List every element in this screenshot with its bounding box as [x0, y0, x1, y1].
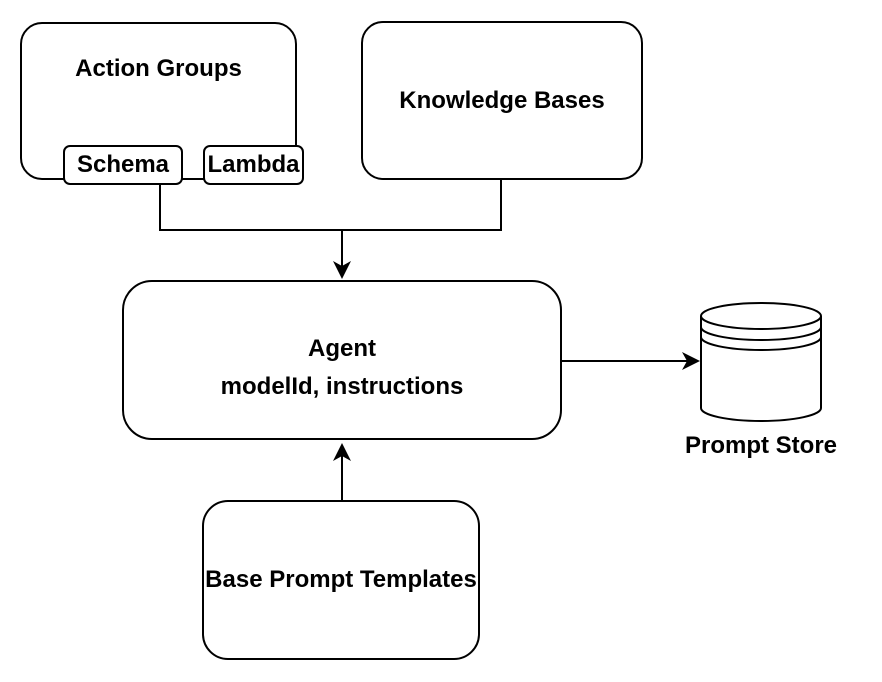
node-base-prompt-templates: Base Prompt Templates: [202, 500, 480, 660]
agent-title: Agent: [308, 334, 376, 362]
edge-merge-funnel: [159, 180, 502, 231]
arrowhead-up-icon: [333, 443, 351, 461]
node-lambda: Lambda: [203, 145, 304, 185]
arrowhead-right-icon: [682, 352, 700, 370]
node-action-groups: Action Groups Schema Lambda: [20, 22, 304, 185]
base-prompt-templates-label: Base Prompt Templates: [205, 566, 477, 593]
agent-subtitle: modelId, instructions: [220, 372, 464, 400]
node-schema: Schema: [63, 145, 183, 185]
prompt-store-label: Prompt Store: [684, 432, 837, 459]
arrowhead-down-icon: [333, 261, 351, 279]
cylinder-top: [700, 302, 822, 330]
node-agent: Agent modelId, instructions: [122, 280, 562, 440]
action-groups-label: Action Groups: [75, 55, 242, 82]
database-cylinder-icon: [700, 302, 822, 422]
cylinder-ring-1: [700, 326, 822, 341]
cylinder-ring-2: [700, 336, 822, 351]
knowledge-bases-label: Knowledge Bases: [399, 86, 605, 114]
node-knowledge-bases: Knowledge Bases: [361, 21, 643, 180]
cylinder-body: [700, 316, 822, 422]
